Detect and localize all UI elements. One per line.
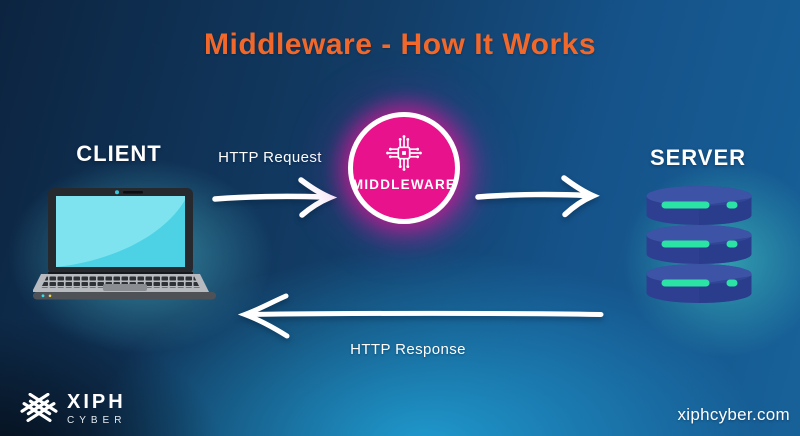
- brand-name: XIPH: [67, 391, 126, 413]
- brand-logo: XIPH CYBER: [18, 392, 126, 426]
- middleware-node-label: MIDDLEWARE: [351, 177, 457, 192]
- brand-subname: CYBER: [67, 415, 127, 426]
- middleware-node: MIDDLEWARE: [348, 112, 460, 224]
- http-response-label: HTTP Response: [350, 341, 466, 358]
- http-request-arrow-icon: [212, 177, 338, 218]
- database-icon: [646, 186, 752, 303]
- chip-icon: [386, 135, 422, 171]
- x-weave-icon: [20, 393, 58, 423]
- server-node-label: SERVER: [649, 145, 747, 170]
- http-request-label: HTTP Request: [218, 149, 322, 166]
- page-title: Middleware - How It Works: [204, 28, 596, 61]
- client-node-label: CLIENT: [76, 141, 162, 166]
- http-response-arrow-icon: [237, 293, 604, 339]
- laptop-icon: [33, 188, 216, 300]
- middleware-server-arrow-icon: [475, 175, 600, 218]
- website-url: xiphcyber.com: [677, 405, 790, 424]
